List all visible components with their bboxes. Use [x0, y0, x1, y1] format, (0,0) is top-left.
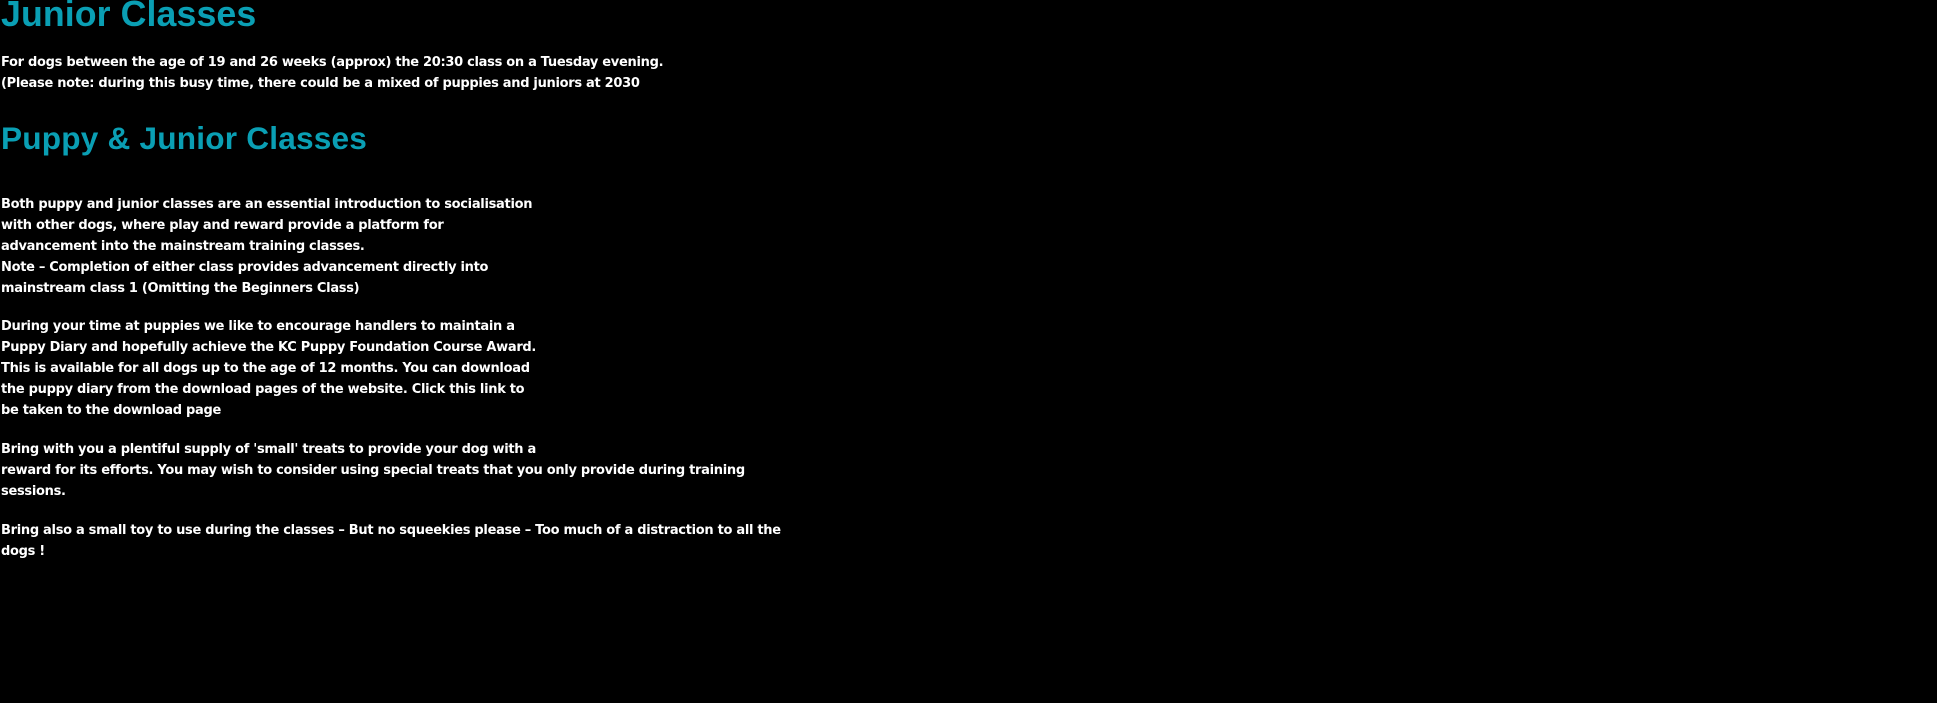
paragraph-puppy-diary: During your time at puppies we like to e… [1, 316, 536, 421]
heading-junior-classes: Junior Classes [1, 0, 257, 34]
download-link-text-line[interactable]: the puppy diary from the download pages … [1, 382, 525, 398]
paragraph-line: Bring with you a plentiful supply of 'sm… [1, 442, 536, 458]
heading-puppy-junior-classes: Puppy & Junior Classes [1, 120, 368, 157]
paragraph-line: sessions. [1, 484, 66, 500]
paragraph-line: This is available for all dogs up to the… [1, 361, 530, 377]
paragraph-toy: Bring also a small toy to use during the… [1, 520, 781, 562]
paragraph-line: (Please note: during this busy time, the… [1, 76, 640, 92]
paragraph-line: with other dogs, where play and reward p… [1, 218, 444, 234]
paragraph-line: For dogs between the age of 19 and 26 we… [1, 55, 664, 71]
paragraph-line: Both puppy and junior classes are an ess… [1, 197, 533, 213]
paragraph-line: During your time at puppies we like to e… [1, 319, 515, 335]
paragraph-treats: Bring with you a plentiful supply of 'sm… [1, 439, 745, 502]
paragraph-class-description: Both puppy and junior classes are an ess… [1, 194, 532, 299]
paragraph-line: Bring also a small toy to use during the… [1, 523, 781, 539]
paragraph-line: mainstream class 1 (Omitting the Beginne… [1, 281, 360, 297]
paragraph-junior-intro: For dogs between the age of 19 and 26 we… [1, 52, 664, 94]
paragraph-line: Note – Completion of either class provid… [1, 260, 489, 276]
paragraph-line: dogs ! [1, 544, 45, 560]
paragraph-line: reward for its efforts. You may wish to … [1, 463, 745, 479]
paragraph-line: advancement into the mainstream training… [1, 239, 365, 255]
download-link-text-line[interactable]: be taken to the download page [1, 403, 222, 419]
paragraph-line: Puppy Diary and hopefully achieve the KC… [1, 340, 537, 356]
